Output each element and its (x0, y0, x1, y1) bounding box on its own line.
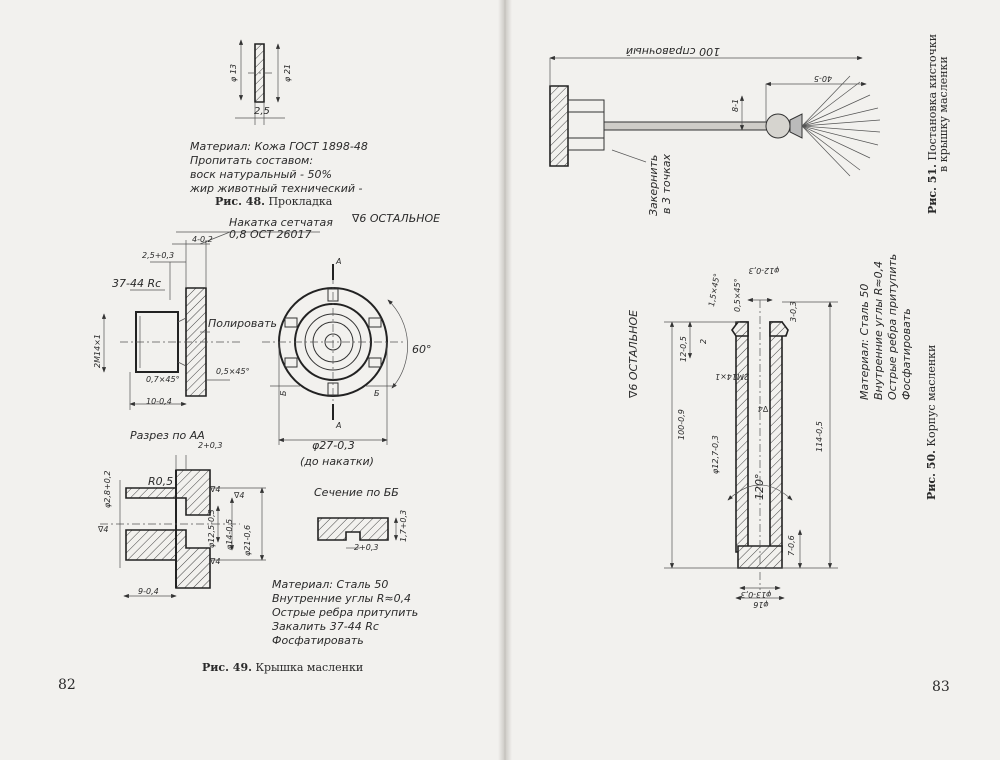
fig49-roughness-4-top: ∇4 (210, 485, 221, 494)
fig50-dim-2: 2 (699, 338, 708, 344)
fig50-dim-d127: φ12,7-0,3 (711, 435, 720, 474)
fig49-front-view (262, 264, 408, 445)
material-line: Внутренние углы R≈0,4 (272, 592, 412, 605)
fig50-dim-7: 7-0,6 (787, 535, 796, 556)
fig50-dim-d13: φ13-0,3 (740, 590, 772, 599)
fig50-caption: Рис. 50. Корпус масленки (925, 344, 938, 500)
material-line: Закалить 37-44 Rc (272, 620, 379, 633)
fig51-dim-8: 8-1 (731, 98, 740, 112)
material-line: Фосфатировать (272, 634, 364, 647)
caption-text: Прокладка (268, 195, 333, 208)
material-line: Материал: Сталь 50 (272, 578, 389, 591)
fig49-side-view (101, 232, 320, 410)
fig50-thread: 2M14×1 (715, 372, 749, 381)
fig49-knurl-note-1: Накатка сетчатая (229, 216, 333, 229)
fig51-dim-100: 100 справочный (625, 45, 721, 58)
page-number-left: 82 (58, 677, 76, 693)
fig49-section-bb (318, 518, 399, 548)
fig49-roughness-4-bottom: ∇4 (210, 557, 221, 566)
fig50-chamfer-05: 0,5×45° (733, 278, 742, 312)
left-page (0, 0, 505, 760)
fig49-roughness-4-right: ∇4 (234, 491, 245, 500)
fig49-section-mark-a-top: А (336, 257, 342, 266)
caption-text: Корпус масленки (925, 344, 938, 447)
fig49-dim-2b: 2+0,3 (354, 543, 379, 552)
fig49-dim-d28: φ2,8+0,2 (103, 470, 112, 508)
fig49-dim-17: 1,7+0,3 (399, 509, 408, 542)
fig50-dim-114: 114-0,5 (815, 421, 824, 452)
fig50-body-drawing (664, 297, 838, 601)
fig49-radius: R0,5 (148, 475, 174, 488)
fig49-section-mark-b-left: Б (279, 390, 288, 397)
fig50-angle-120: 120° (753, 473, 766, 501)
fig51-dim-40: 40-5 (813, 74, 833, 83)
fig49-section-mark-a-bottom: А (336, 421, 342, 430)
fig49-section-bb-title: Сечение по ББ (314, 486, 399, 499)
fig48-gasket-drawing (235, 39, 285, 125)
fig49-knurl-dia-note: (до накатки) (300, 455, 374, 468)
fig49-polish-note: Полировать (208, 317, 278, 330)
caption-label: Рис. 49. (202, 661, 252, 674)
caption-label: Рис. 50. (925, 450, 938, 500)
page-number-right: 83 (932, 679, 950, 695)
fig49-knurl-note-2: 0,8 ОСТ 26017 (229, 228, 312, 241)
fig50-dim-3: 3-0,3 (789, 301, 798, 322)
fig49-dim-4: 4-0,2 (192, 235, 213, 244)
caption-label: Рис. 48. (215, 195, 265, 208)
fig51-caption-line2: в крышку масленки (937, 56, 950, 172)
fig49-dim-d27: φ27-0,3 (312, 439, 355, 452)
material-line: Внутренние углы R≈0,4 (872, 260, 885, 400)
fig51-solder-note-1: Закернить (647, 154, 660, 216)
fig49-chamfer-07: 0,7×45° (146, 375, 180, 384)
fig50-dim-d16: φ16 (753, 600, 769, 609)
fig48-dim-d21: φ 21 (283, 64, 292, 82)
material-line: Материал: Кожа ГОСТ 1898-48 (190, 140, 368, 153)
fig49-dim-d21: φ21-0,6 (243, 524, 252, 556)
caption-text: Крышка масленки (255, 661, 364, 674)
fig50-dim-100: 100-0,9 (677, 409, 686, 440)
fig49-dim-d14: φ14-0,5 (225, 518, 234, 550)
fig49-hardness: 37-44 Rc (112, 277, 162, 290)
material-line: Острые ребра притупить (272, 606, 419, 619)
fig49-dim-25: 2,5+0,3 (142, 251, 175, 260)
fig49-section-aa-title: Разрез по АА (130, 429, 205, 442)
fig48-caption: Рис. 48. Прокладка (215, 196, 332, 207)
fig49-caption: Рис. 49. Крышка масленки (202, 662, 363, 673)
fig50-dim-d12: φ12-0,3 (748, 266, 780, 275)
material-line: Материал: Сталь 50 (858, 283, 871, 400)
fig50-roughness-rest: ∇6 ОСТАЛЬНОЕ (627, 309, 640, 398)
fig49-section-aa (100, 455, 266, 599)
fig49-thread: 2M14×1 (93, 334, 102, 368)
fig49-dim-9: 9-0,4 (138, 587, 159, 596)
fig49-dim-2: 2+0,3 (198, 441, 223, 450)
fig49-roughness-4-left: ∇4 (98, 525, 109, 534)
material-line: Фосфатировать (900, 308, 913, 400)
fig51-solder-note-2: в 3 точках (660, 153, 673, 214)
fig49-dim-d125: φ12,5-0,3 (207, 509, 216, 548)
fig50-dim-12: 12-0,5 (679, 336, 688, 362)
fig49-angle-60: 60° (412, 343, 432, 356)
book-gutter (498, 0, 512, 760)
fig49-chamfer-05: 0,5×45° (216, 367, 250, 376)
fig49-section-mark-b-right: Б (374, 389, 380, 398)
fig49-roughness-rest: ∇6 ОСТАЛЬНОЕ (352, 212, 441, 225)
material-line: воск натуральный - 50% (190, 168, 332, 181)
fig48-dim-d13: φ 13 (229, 64, 238, 82)
fig50-roughness-4: ∇4 (757, 404, 769, 413)
fig51-brush-assembly (550, 55, 880, 176)
material-line: жир животный технический - (190, 182, 363, 195)
fig49-dim-10: 10-0,4 (146, 397, 172, 406)
fig48-dim-thickness: 2,5 (254, 106, 270, 117)
material-line: Пропитать составом: (190, 154, 314, 167)
material-line: Острые ребра притупить (886, 253, 899, 400)
